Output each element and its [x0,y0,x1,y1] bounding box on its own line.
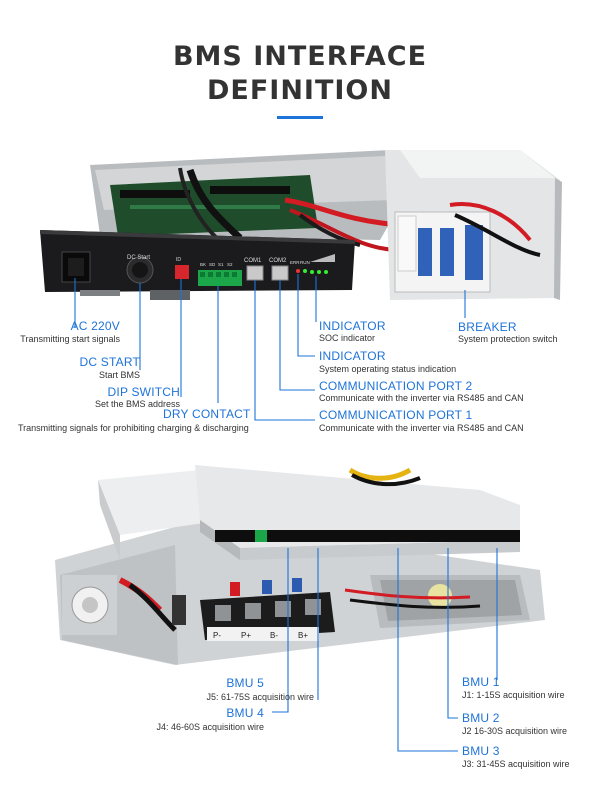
callout-breaker: BREAKER [458,320,517,334]
callout-indicator-status: INDICATOR [319,349,386,363]
page-title-line1: BMS INTERFACE [172,41,428,72]
bms-front-photo: DC Start COM1 COM2 ERR RUN ID BK SD S1 S… [40,150,562,300]
terminal-label-p-plus: P+ [241,631,251,640]
panel-label-run: RUN [300,260,310,265]
callout-dc-start: DC START [79,355,140,369]
page-title-line2: DEFINITION [206,75,393,106]
callout-comm-port-1-desc: Communicate with the inverter via RS485 … [319,423,524,433]
callout-ac-220v-desc: Transmitting start signals [20,334,120,344]
panel-label-sd: SD [209,262,216,267]
callout-dc-start-desc: Start BMS [98,370,140,380]
callout-bmu-5: BMU 5 [226,676,264,690]
panel-label-com2: COM2 [269,258,287,264]
callout-comm-port-2-desc: Communicate with the inverter via RS485 … [319,393,524,403]
callout-bmu-2-desc: J2 16-30S acquisition wire [462,726,568,736]
panel-label-id: ID [176,257,181,263]
callout-indicator-soc-desc: SOC indicator [319,333,376,343]
panel-label-com1: COM1 [244,258,262,264]
callout-bmu-5-desc: J5: 61-75S acquisition wire [206,692,314,702]
panel-label-s2: S2 [227,262,233,267]
bms-top-photo: P- P+ B- B+ [55,465,545,665]
callout-bmu-1: BMU 1 [462,675,500,689]
terminal-label-p-minus: P- [213,631,221,640]
callout-comm-port-1: COMMUNICATION PORT 1 [319,408,473,422]
panel-label-s1: S1 [218,262,224,267]
callout-indicator-status-desc: System operating status indication [319,364,457,374]
callout-bmu-3: BMU 3 [462,744,500,758]
title-underline [277,116,323,119]
terminal-label-b-minus: B- [270,631,278,640]
callout-dry-contact: DRY CONTACT [163,407,251,421]
callout-dip-switch: DIP SWITCH [107,385,180,399]
callout-bmu-4: BMU 4 [226,706,264,720]
callout-indicator-soc: INDICATOR [319,319,386,333]
callout-dry-contact-desc: Transmitting signals for prohibiting cha… [18,423,249,433]
callout-bmu-1-desc: J1: 1-15S acquisition wire [462,690,565,700]
callout-comm-port-2: COMMUNICATION PORT 2 [319,379,473,393]
callout-breaker-desc: System protection switch [458,334,558,344]
panel-label-dc-start: DC Start [127,255,150,261]
callout-dip-switch-desc: Set the BMS address [94,399,180,409]
terminal-label-b-plus: B+ [298,631,308,640]
callout-bmu-2: BMU 2 [462,711,500,725]
callout-bmu-4-desc: J4: 46-60S acquisition wire [156,722,264,732]
callout-ac-220v: AC 220V [70,319,120,333]
panel-label-bk: BK [200,262,206,267]
callout-bmu-3-desc: J3: 31-45S acquisition wire [462,759,570,769]
panel-label-err: ERR [290,260,300,265]
